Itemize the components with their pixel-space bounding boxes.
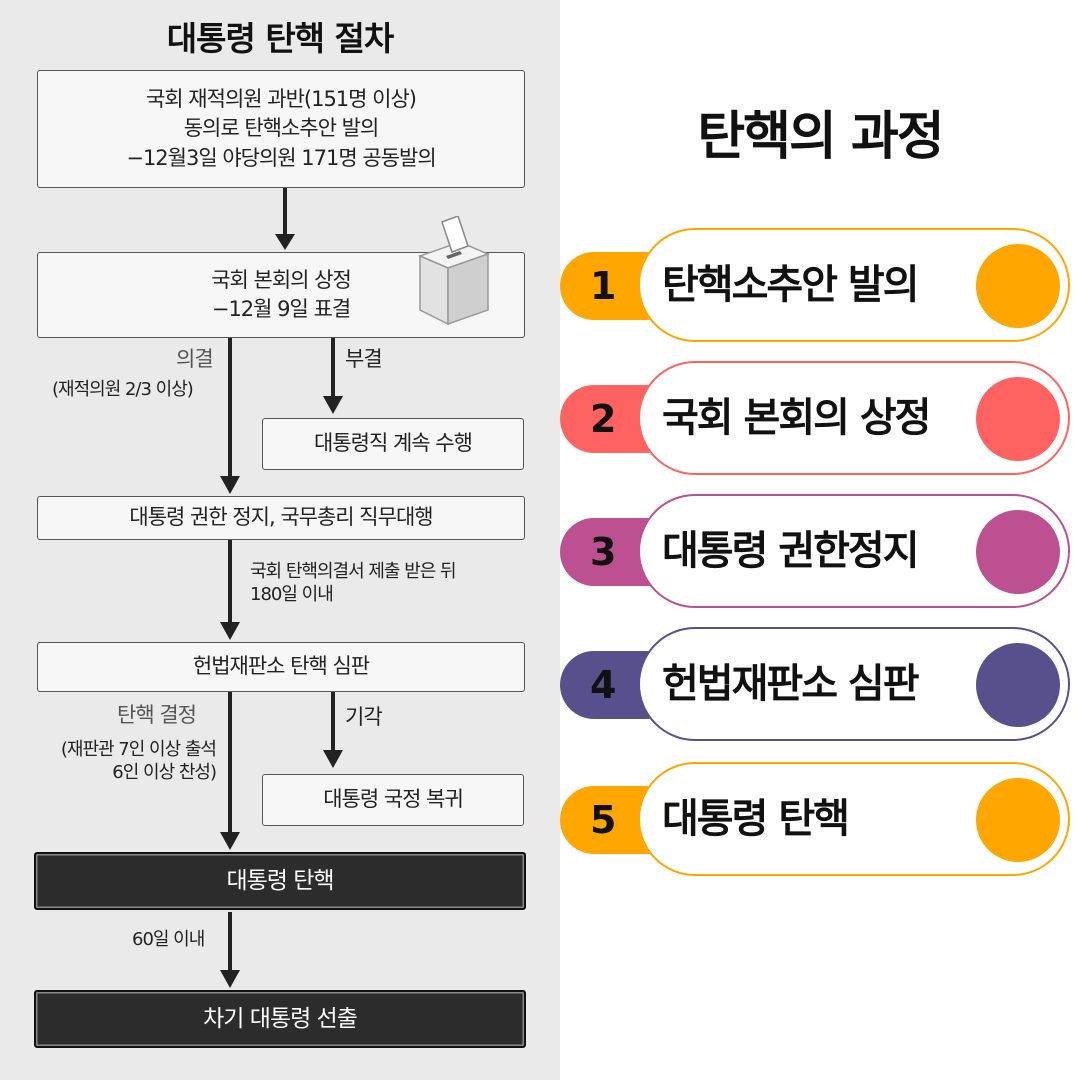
court-text: 헌법재판소 탄핵 심판 (192, 654, 370, 679)
step-box-impeachment: 대통령 탄핵 (34, 852, 526, 910)
step-box-suspension: 대통령 권한 정지, 국무총리 직무대행 (37, 496, 525, 540)
process-step-2: 2 국회 본회의 상정 (558, 361, 1074, 479)
proposal-line-3: −12월3일 야당의원 171명 공동발의 (126, 145, 436, 170)
process-step-4: 4 헌법재판소 심판 (558, 627, 1074, 745)
plenary-line-2: −12월 9일 표결 (211, 297, 351, 321)
flowchart-title: 대통령 탄핵 절차 (166, 19, 395, 58)
flow-arrows (220, 188, 343, 988)
step-label: 대통령 권한정지 (662, 528, 920, 574)
decision-cond-line-2: 6인 이상 찬성) (112, 762, 217, 784)
proposal-line-2: 동의로 탄핵소추안 발의 (183, 116, 380, 141)
step-label: 대통령 탄핵 (662, 796, 850, 842)
return-duty-text: 대통령 국정 복귀 (323, 787, 464, 812)
step-label: 탄핵소추안 발의 (662, 262, 920, 308)
step-number: 1 (590, 264, 617, 308)
arrow-1-to-2-head (275, 234, 295, 250)
process-title: 탄핵의 과정 (697, 107, 944, 167)
step-color-dot (976, 643, 1060, 727)
step-color-dot (976, 244, 1060, 328)
step-color-dot (976, 778, 1060, 862)
arrow-decision-head (220, 832, 240, 850)
label-180-line-2: 180일 이내 (250, 584, 334, 606)
plenary-line-1: 국회 본회의 상정 (211, 267, 352, 292)
label-decision-condition: (재판관 7인 이상 출석 6인 이상 찬성) (36, 738, 217, 785)
step-label: 국회 본회의 상정 (662, 395, 931, 441)
impeachment-text: 대통령 탄핵 (226, 867, 334, 894)
label-vote-condition: (재적의원 2/3 이상) (52, 379, 194, 400)
arrow-dismiss-head (323, 750, 343, 768)
process-step-1: 1 탄핵소추안 발의 (558, 228, 1074, 346)
label-180-days: 국회 탄핵의결서 제출 받은 뒤 180일 이내 (250, 560, 457, 607)
proposal-line-1: 국회 재적의원 과반(151명 이상) (145, 86, 417, 111)
label-dismiss: 기각 (345, 705, 383, 729)
box-continue-duty: 대통령직 계속 수행 (262, 418, 524, 470)
label-180-line-1: 국회 탄핵의결서 제출 받은 뒤 (250, 561, 457, 582)
step-number: 4 (590, 663, 617, 707)
label-vote: 의결 (176, 347, 214, 371)
label-reject: 부결 (345, 347, 383, 371)
step-color-dot (976, 377, 1060, 461)
next-election-text: 차기 대통령 선출 (203, 1005, 358, 1032)
arrow-reject-head (323, 396, 343, 414)
impeachment-flowchart: 대통령 탄핵 절차 국회 재적의원 과반(151명 이상) 동의로 탄핵소추안 (0, 0, 560, 1080)
box-return-duty: 대통령 국정 복귀 (262, 774, 524, 826)
arrow-5-to-6-head (220, 970, 240, 988)
label-60-days: 60일 이내 (132, 929, 205, 950)
step-number: 3 (590, 530, 617, 574)
step-label: 헌법재판소 심판 (662, 661, 920, 707)
step-number: 5 (590, 798, 617, 842)
arrow-vote-head (220, 476, 240, 494)
step-color-dot (976, 510, 1060, 594)
label-decision: 탄핵 결정 (117, 703, 197, 727)
step-box-proposal: 국회 재적의원 과반(151명 이상) 동의로 탄핵소추안 발의 −12월3일 … (37, 70, 525, 188)
continue-duty-text: 대통령직 계속 수행 (314, 431, 473, 456)
process-step-3: 3 대통령 권한정지 (558, 494, 1074, 612)
suspension-text: 대통령 권한 정지, 국무총리 직무대행 (129, 505, 433, 530)
decision-cond-line-1: (재판관 7인 이상 출석 (60, 739, 217, 760)
step-box-next-election: 차기 대통령 선출 (34, 990, 526, 1048)
arrow-3-to-4-head (220, 622, 240, 640)
ballot-box-icon (417, 216, 491, 326)
process-step-5: 5 대통령 탄핵 (558, 762, 1074, 880)
step-box-court: 헌법재판소 탄핵 심판 (37, 642, 525, 692)
step-number: 2 (590, 397, 617, 441)
